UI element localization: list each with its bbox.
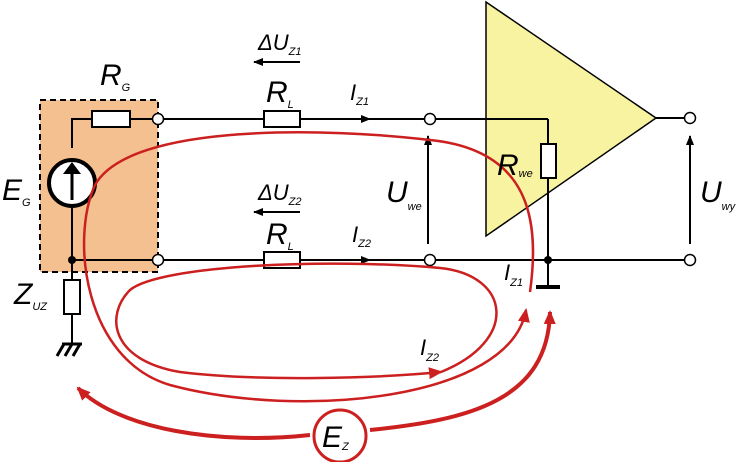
label-ez: EZ — [322, 421, 350, 454]
impedance-zuz — [63, 279, 81, 315]
label-uwy: Uwy — [700, 176, 737, 213]
label-rl-bottom: RL — [266, 218, 294, 253]
source-arrowhead-icon — [63, 162, 81, 174]
resistor-rl-top — [263, 110, 301, 128]
label-du2: ΔUZ2 — [257, 180, 302, 208]
ez-arrow-left — [76, 386, 311, 440]
svg-text:Rwe: Rwe — [497, 149, 533, 182]
svg-text:ΔUZ1: ΔUZ1 — [257, 30, 302, 58]
svg-text:RL: RL — [266, 76, 294, 111]
terminal — [683, 253, 697, 267]
ez-source-circle — [312, 408, 368, 462]
terminal — [423, 253, 437, 267]
label-rl-top: RL — [266, 76, 294, 111]
ez-arrow-right — [369, 310, 556, 432]
loop-iz2 — [115, 262, 498, 380]
svg-text:RL: RL — [266, 218, 294, 253]
loop-iz1 — [82, 131, 535, 403]
svg-text:IZ1: IZ1 — [504, 260, 523, 289]
resistor-rg — [91, 110, 131, 128]
terminal — [151, 112, 165, 126]
label-eg: EG — [2, 174, 31, 209]
svg-text:EG: EG — [2, 174, 31, 209]
label-rg: RG — [100, 59, 131, 94]
svg-text:EZ: EZ — [322, 421, 350, 454]
svg-text:IZ2: IZ2 — [352, 222, 371, 250]
junction-dot — [68, 256, 76, 264]
svg-text:ZUZ: ZUZ — [13, 278, 48, 313]
svg-text:Uwy: Uwy — [700, 176, 737, 213]
svg-text:IZ1: IZ1 — [350, 80, 369, 108]
terminal — [683, 111, 697, 125]
label-zuz: ZUZ — [13, 278, 48, 313]
svg-text:RG: RG — [100, 59, 131, 94]
svg-text:IZ2: IZ2 — [420, 335, 439, 364]
resistor-rwe — [540, 143, 557, 179]
label-uwe: Uwe — [386, 176, 422, 213]
svg-text:Uwe: Uwe — [386, 176, 422, 213]
label-iz2-bottom: IZ2 — [352, 222, 371, 250]
label-rwe: Rwe — [497, 149, 533, 182]
label-iz1-loop: IZ1 — [504, 260, 523, 289]
label-du1: ΔUZ1 — [257, 30, 302, 58]
terminal — [423, 112, 437, 126]
junction-dot — [544, 256, 552, 264]
label-iz2-loop: IZ2 — [420, 335, 439, 364]
svg-text:ΔUZ2: ΔUZ2 — [257, 180, 302, 208]
terminal — [151, 253, 165, 267]
label-iz1-top: IZ1 — [350, 80, 369, 108]
